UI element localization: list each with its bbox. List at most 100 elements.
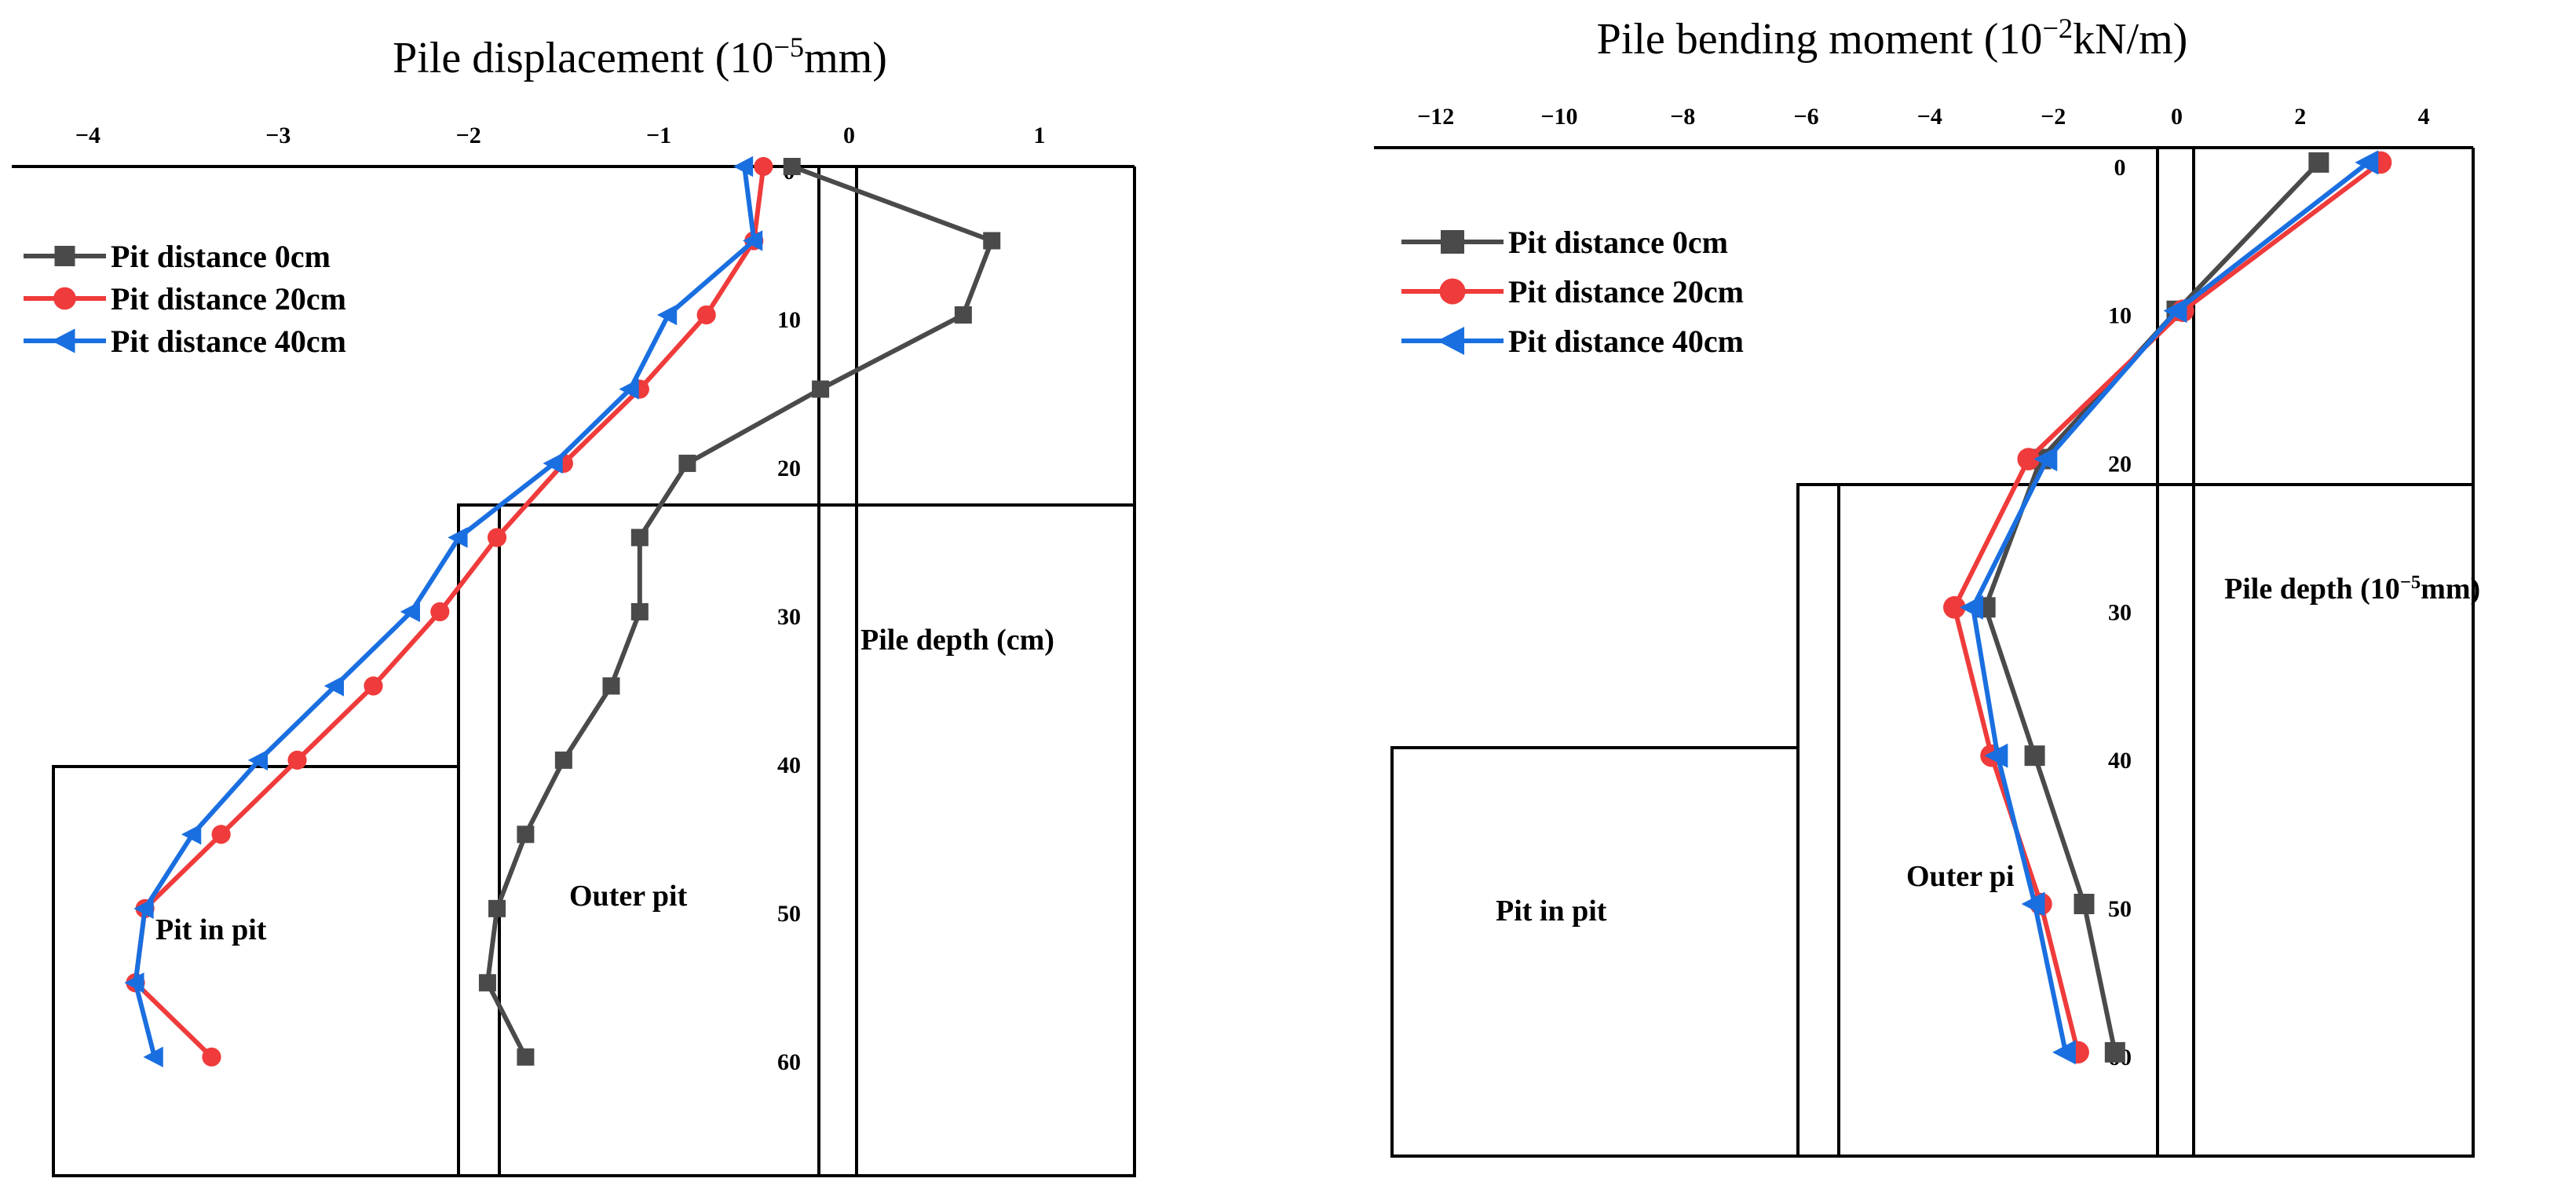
y-tick-label: 40: [2108, 748, 2132, 774]
data-point: [287, 750, 307, 770]
legend-item: Pit distance 40cm: [1401, 324, 1744, 359]
data-point: [2017, 448, 2041, 470]
x-tick-label: −10: [1540, 104, 1577, 130]
pile-strip: [817, 165, 858, 1177]
x-tick-label: −2: [2041, 104, 2066, 130]
title-tail: kN/m): [2073, 15, 2187, 64]
legend-label: Pit distance 20cm: [1508, 274, 1744, 309]
data-point: [783, 158, 801, 175]
outer-pit-label: Outer pit: [569, 880, 688, 913]
data-point: [487, 528, 507, 547]
y-ticks: 0102030405060: [2108, 155, 2132, 1070]
series-0: [478, 158, 1001, 1066]
x-tick-label: −4: [75, 123, 100, 148]
y-tick-label: 50: [2108, 896, 2132, 922]
legend-item: Pit distance 20cm: [1401, 274, 1744, 309]
x-tick-label: −6: [1794, 104, 1819, 130]
y-axis-label: Pile depth (cm): [860, 624, 1054, 657]
x-tick-label: −4: [1917, 104, 1942, 130]
chart-title: Pile displacement (10−5mm): [393, 31, 887, 82]
y-tick-label: 20: [2108, 452, 2132, 478]
superscript: −2: [2042, 13, 2073, 44]
data-point: [656, 304, 678, 326]
outer-pit-label: Outer pi: [1906, 860, 2015, 893]
series-line: [484, 164, 995, 1059]
data-point: [2033, 446, 2058, 472]
legend-marker: [53, 287, 76, 310]
data-point: [2074, 894, 2095, 914]
data-point: [954, 306, 972, 324]
data-point: [488, 899, 506, 917]
legend-label: Pit distance 0cm: [1508, 225, 1728, 260]
y-tick-label: 10: [2108, 303, 2132, 329]
pit-in-pit-label: Pit in pit: [1496, 895, 1607, 928]
x-tick-label: −1: [646, 123, 671, 148]
data-point: [1960, 595, 1983, 620]
data-point: [554, 751, 572, 769]
data-point: [812, 380, 830, 398]
y-tick-label: 40: [777, 752, 801, 778]
data-point: [517, 1048, 535, 1066]
data-point: [181, 824, 202, 845]
legend-marker: [1437, 327, 1464, 355]
pit-in-pit-label: Pit in pit: [155, 913, 267, 946]
x-tick-label: 1: [1033, 123, 1045, 148]
y-tick-label: 60: [777, 1049, 801, 1075]
data-point: [754, 156, 773, 177]
y-tick-label: 10: [777, 307, 801, 333]
series-2: [124, 156, 763, 1068]
data-point: [364, 676, 383, 696]
y-tick-label: 30: [2108, 599, 2132, 625]
data-point: [430, 602, 450, 622]
x-tick-label: −2: [456, 123, 481, 148]
series-0: [1975, 152, 2329, 1063]
data-point: [400, 601, 420, 623]
data-point: [448, 527, 468, 548]
pit-in-pit-box: [1390, 746, 1800, 1158]
data-point: [2355, 150, 2379, 175]
x-tick-label: 2: [2294, 104, 2306, 130]
x-tick-label: −3: [265, 123, 290, 148]
data-point: [133, 898, 154, 920]
pit-in-pit-box: [52, 765, 460, 1177]
data-point: [143, 1046, 163, 1068]
superscript: −5: [773, 31, 804, 63]
data-point: [619, 379, 639, 400]
data-point: [602, 677, 620, 695]
data-point: [202, 1047, 221, 1067]
outer-pit-wall: [457, 503, 501, 1177]
x-tick-label: 0: [2171, 104, 2183, 130]
data-point: [2104, 1041, 2125, 1063]
data-point: [733, 156, 754, 177]
x-tick-label: 4: [2418, 104, 2430, 130]
data-point: [2024, 745, 2045, 767]
data-point: [124, 972, 144, 994]
data-point: [696, 305, 716, 325]
data-point: [630, 602, 649, 620]
chart-title: Pile bending moment (10−2kN/m): [1597, 13, 2188, 64]
y-tick-label: 0: [2114, 155, 2126, 181]
series-2: [1960, 150, 2379, 1065]
legend-item: Pit distance 40cm: [24, 324, 346, 359]
y-tick-label: 50: [777, 901, 801, 927]
data-point: [247, 749, 269, 771]
data-point: [517, 825, 535, 844]
data-point: [678, 454, 696, 472]
x-tick-label: −8: [1670, 104, 1695, 130]
legend-item: Pit distance 0cm: [1401, 225, 1728, 260]
y-axis-label: Pile depth (10−5mm): [2224, 572, 2480, 606]
data-point: [742, 230, 763, 251]
title-tail: mm): [2421, 573, 2480, 606]
series-line: [1970, 160, 2370, 1053]
data-point: [2021, 891, 2045, 917]
panel-bending-moment: Pile bending moment (10−2kN/m) −12−10−8−…: [1374, 13, 2480, 1158]
data-point: [543, 452, 563, 474]
y-tick-label: 20: [777, 456, 801, 481]
data-point: [478, 974, 496, 992]
legend-marker: [1441, 230, 1464, 254]
title-tail: mm): [804, 34, 887, 82]
